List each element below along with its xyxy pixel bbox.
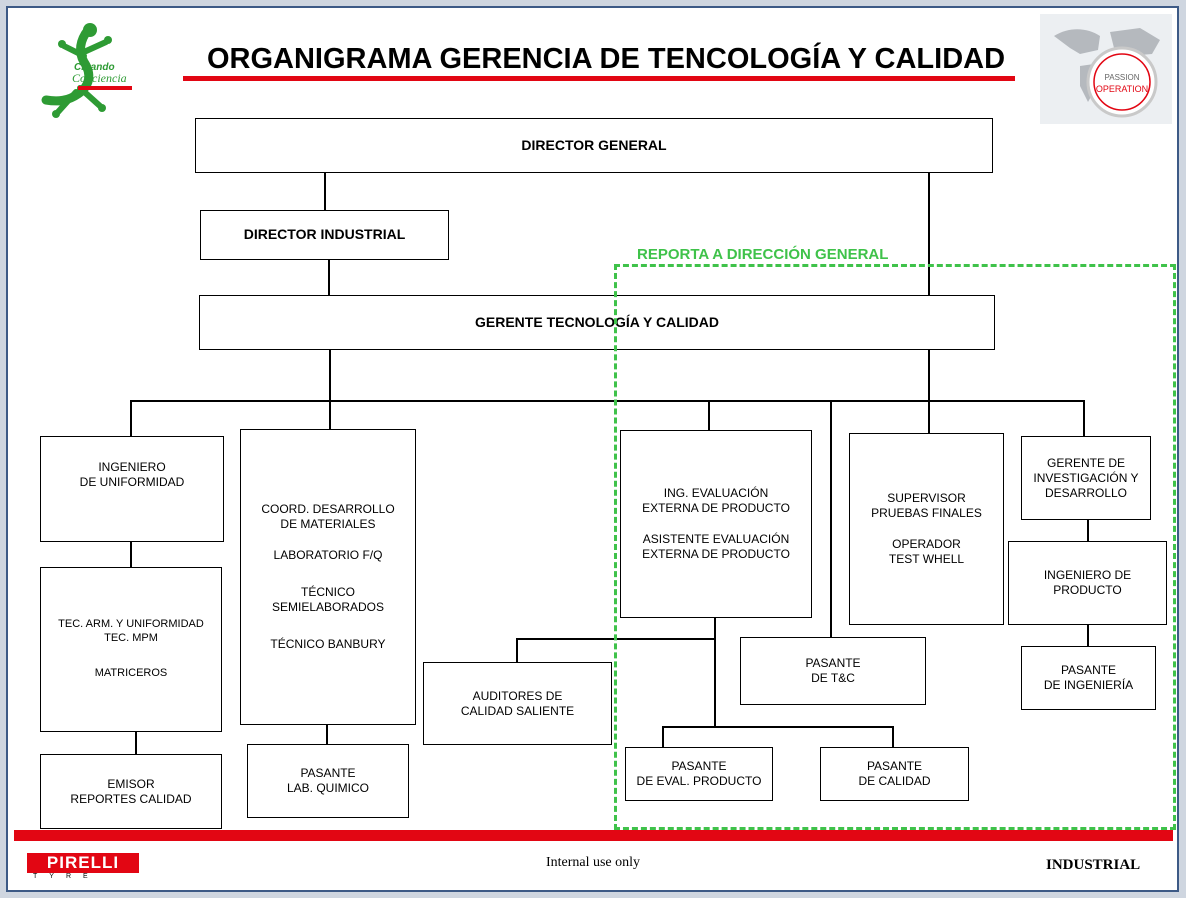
box-text: GERENTE TECNOLOGÍA Y CALIDAD [475, 313, 719, 330]
box-pasante-ingenieria: PASANTE DE INGENIERÍA [1021, 646, 1156, 710]
passion-operation-logo: PASSION OPERATION [1040, 14, 1172, 124]
box-text: EXTERNA DE PRODUCTO [642, 547, 790, 561]
box-text: GERENTE DE [1046, 455, 1125, 470]
connector [516, 638, 716, 640]
box-pasante-eval: PASANTE DE EVAL. PRODUCTO [625, 747, 773, 801]
connector [324, 172, 326, 212]
box-text: DE MATERIALES [280, 517, 376, 531]
connector [1087, 624, 1089, 647]
connector [516, 638, 518, 663]
box-text: REPORTES CALIDAD [70, 791, 192, 806]
box-text: PRODUCTO [1053, 583, 1122, 597]
box-coord-desarrollo: COORD. DESARROLLO DE MATERIALES LABORATO… [240, 429, 416, 725]
pirelli-logo-sub: TYRE [33, 873, 100, 880]
box-text: DE T&C [811, 671, 855, 685]
connector [329, 400, 331, 430]
pirelli-logo: PIRELLI TYRE [27, 853, 145, 880]
connector [130, 400, 1084, 402]
box-text: PASANTE [866, 759, 923, 773]
box-text: INGENIERO [98, 460, 166, 474]
box-text: ING. EVALUACIÓN [663, 486, 769, 500]
box-text: DE CALIDAD [858, 774, 931, 788]
logo-text-2: Conciencia [72, 71, 127, 85]
box-text: TÉCNICO BANBURY [270, 637, 386, 651]
box-text: LAB. QUIMICO [286, 781, 369, 795]
footer-internal-use: Internal use only [545, 855, 641, 870]
page-title: ORGANIGRAMA GERENCIA DE TENCOLOGÍA Y CAL… [206, 43, 1006, 75]
box-director-general: DIRECTOR GENERAL [195, 118, 993, 173]
box-pasante-lab: PASANTE LAB. QUIMICO [247, 744, 409, 818]
footer-industrial: INDUSTRIAL [1046, 857, 1141, 873]
box-supervisor: SUPERVISOR PRUEBAS FINALES OPERADOR TEST… [849, 433, 1004, 625]
connector [928, 400, 930, 434]
box-text: DIRECTOR INDUSTRIAL [243, 226, 406, 243]
logo-text-1: Creando [74, 62, 115, 73]
connector [714, 617, 716, 727]
box-emisor: EMISOR REPORTES CALIDAD [40, 754, 222, 829]
box-text: TEC. ARM. Y UNIFORMIDAD [58, 617, 204, 630]
box-text: DE EVAL. PRODUCTO [636, 774, 762, 788]
connector [328, 259, 330, 296]
box-tec-arm: TEC. ARM. Y UNIFORMIDAD TEC. MPM MATRICE… [40, 567, 222, 732]
box-text: EXTERNA DE PRODUCTO [642, 501, 790, 515]
footer-bar [14, 830, 1173, 841]
box-ingeniero-producto: INGENIERO DE PRODUCTO [1008, 541, 1167, 625]
connector [130, 541, 132, 568]
box-ing-evaluacion: ING. EVALUACIÓN EXTERNA DE PRODUCTO ASIS… [620, 430, 812, 618]
box-text: MATRICEROS [94, 667, 168, 680]
box-text: SUPERVISOR [887, 491, 966, 505]
pirelli-logo-text: PIRELLI [27, 853, 139, 873]
connector [928, 172, 930, 296]
box-text: PASANTE [1060, 663, 1117, 677]
box-gerente-tecnologia: GERENTE TECNOLOGÍA Y CALIDAD [199, 295, 995, 350]
box-text: DIRECTOR GENERAL [521, 136, 667, 153]
box-text: TEC. MPM [104, 631, 158, 644]
gecko-logo: Creando Conciencia [41, 23, 132, 118]
box-text: COORD. DESARROLLO [261, 502, 395, 516]
box-text: PRUEBAS FINALES [871, 506, 982, 520]
box-text: TÉCNICO [301, 585, 355, 599]
box-text: DE UNIFORMIDAD [79, 475, 185, 489]
box-director-industrial: DIRECTOR INDUSTRIAL [200, 210, 449, 260]
box-text: SEMIELABORADOS [271, 600, 385, 614]
connector [662, 726, 894, 728]
box-text: ASISTENTE EVALUACIÓN [642, 532, 790, 546]
logo-text-3: PASSION [1105, 73, 1140, 82]
title-underline [183, 76, 1015, 81]
box-text: PASANTE [300, 766, 356, 780]
connector [130, 400, 132, 437]
box-text: DE INGENIERÍA [1043, 678, 1134, 692]
connector [1087, 519, 1089, 542]
dashed-region-label: REPORTA A DIRECCIÓN GENERAL [637, 246, 889, 263]
box-gerente-id: GERENTE DE INVESTIGACIÓN Y DESARROLLO [1021, 436, 1151, 520]
box-auditores: AUDITORES DE CALIDAD SALIENTE [423, 662, 612, 745]
box-ingeniero-uniformidad: INGENIERO DE UNIFORMIDAD [40, 436, 224, 542]
connector [1083, 400, 1085, 437]
connector [326, 724, 328, 745]
box-pasante-tc: PASANTE DE T&C [740, 637, 926, 705]
box-text: EMISOR [107, 776, 155, 791]
box-text: TEST WHELL [888, 552, 965, 566]
connector [662, 726, 664, 748]
box-pasante-calidad: PASANTE DE CALIDAD [820, 747, 969, 801]
box-text: LABORATORIO F/Q [273, 548, 383, 562]
connector [928, 349, 930, 401]
box-text: PASANTE [805, 656, 861, 670]
box-text: AUDITORES DE [472, 688, 563, 703]
box-text: CALIDAD SALIENTE [460, 703, 575, 718]
box-text: DESARROLLO [1044, 485, 1128, 500]
connector [892, 726, 894, 748]
connector [830, 400, 832, 638]
box-text: INVESTIGACIÓN Y [1033, 470, 1139, 485]
box-text: INGENIERO DE [1043, 568, 1132, 582]
logo-text-4: OPERATION [1096, 84, 1148, 94]
box-text: PASANTE [671, 759, 727, 773]
connector [135, 731, 137, 755]
connector [708, 400, 710, 431]
connector [329, 349, 331, 401]
box-text: OPERADOR [892, 537, 961, 551]
